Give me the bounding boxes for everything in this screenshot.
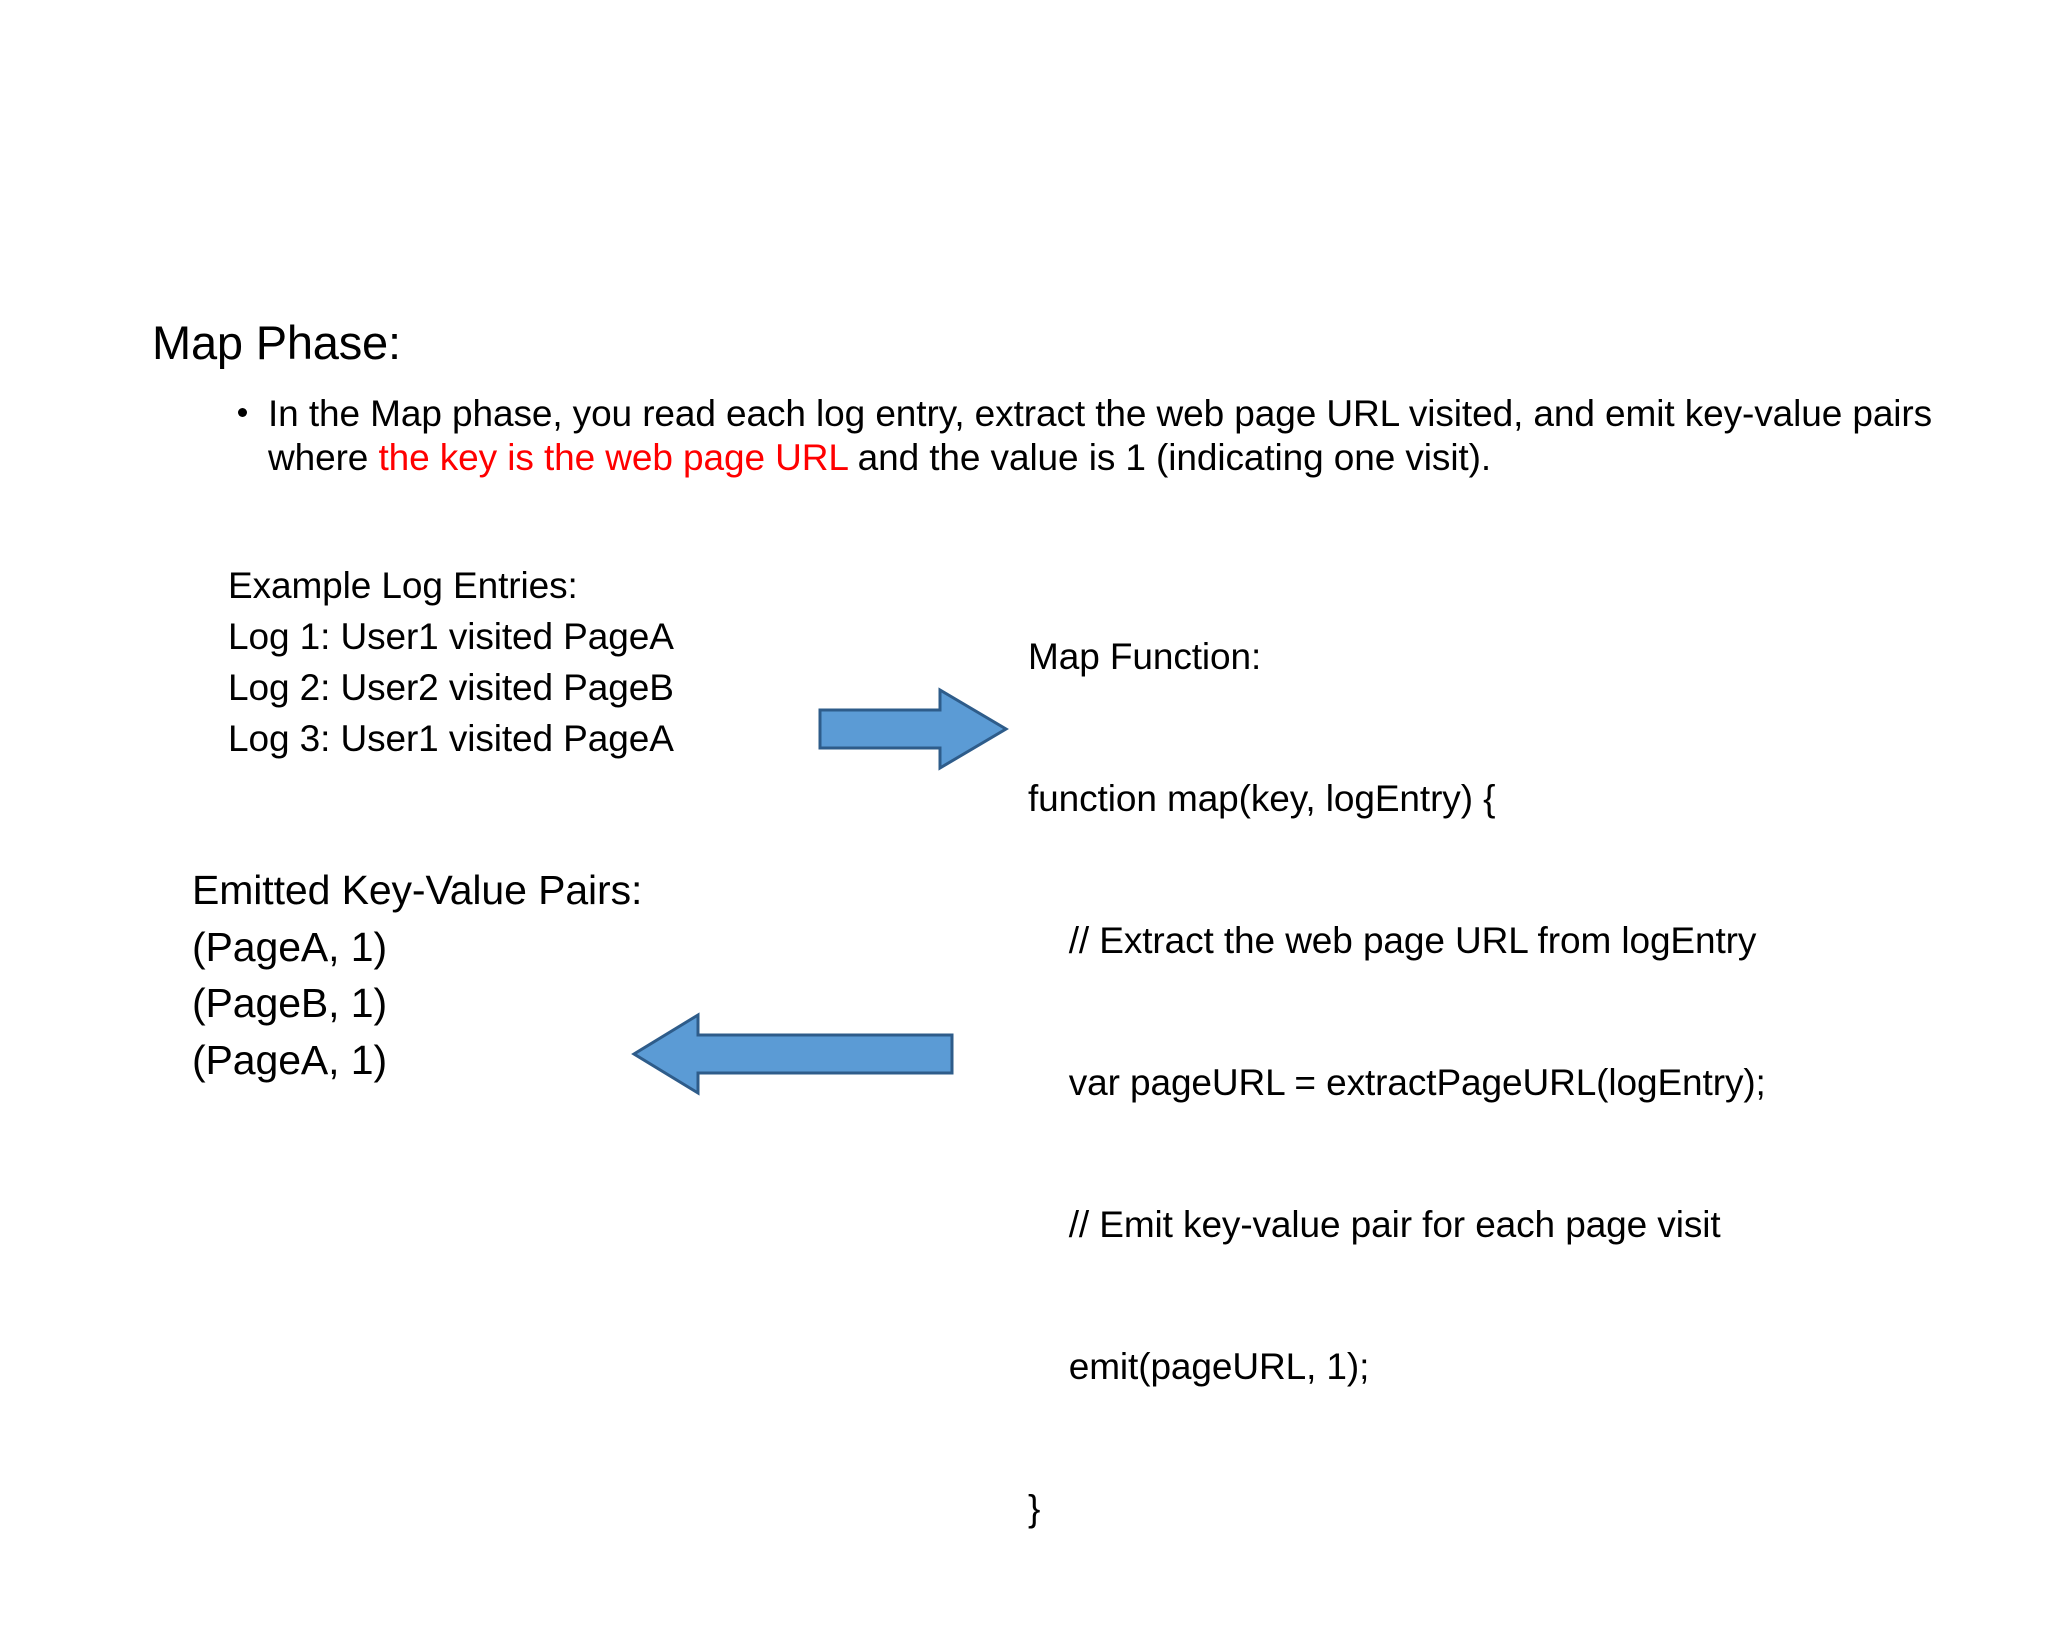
code-line: } [1028,1488,1041,1530]
emitted-pairs-block: Emitted Key-Value Pairs: (PageA, 1) (Pag… [192,862,642,1088]
bullet-dot-icon [238,408,247,418]
list-item: (PageB, 1) [192,980,387,1027]
code-line: // Extract the web page URL from logEntr… [1028,919,1757,961]
arrow-right-shape [818,687,1009,771]
code-line: emit(pageURL, 1); [1028,1346,1370,1388]
arrow-right-icon [818,687,1009,771]
code-line: function map(key, logEntry) { [1028,777,1496,819]
code-line: var pageURL = extractPageURL(logEntry); [1028,1061,1766,1103]
list-item: Log 2: User2 visited PageB [228,667,674,709]
arrow-left-shape [631,1012,954,1096]
bullet-text-before-highlight: In the Map phase, you read each log entr… [268,393,1933,479]
slide-canvas: Map Phase: In the Map phase, you read ea… [152,316,1956,1530]
bullet-text-after-highlight: and the value is 1 (indicating one visit… [847,437,1492,479]
map-function-heading: Map Function: [1028,635,1262,677]
list-item: (PageA, 1) [192,923,387,970]
emitted-pairs-heading: Emitted Key-Value Pairs: [192,867,643,913]
bullet-item: In the Map phase, you read each log entr… [236,392,1956,480]
list-item: Log 1: User1 visited PageA [228,616,674,658]
code-line: // Emit key-value pair for each page vis… [1028,1204,1721,1246]
example-log-entries-heading: Example Log Entries: [228,565,578,606]
bullet-text-highlight: the key is the web page URL [378,437,848,479]
page-title: Map Phase: [152,316,401,369]
bullet-block: In the Map phase, you read each log entr… [236,392,1956,480]
arrow-left-icon [631,1012,954,1096]
map-function-block: Map Function: function map(key, logEntry… [1028,538,1766,1627]
example-log-entries-block: Example Log Entries: Log 1: User1 visite… [228,560,674,764]
list-item: Log 3: User1 visited PageA [228,718,674,760]
list-item: (PageA, 1) [192,1036,387,1083]
